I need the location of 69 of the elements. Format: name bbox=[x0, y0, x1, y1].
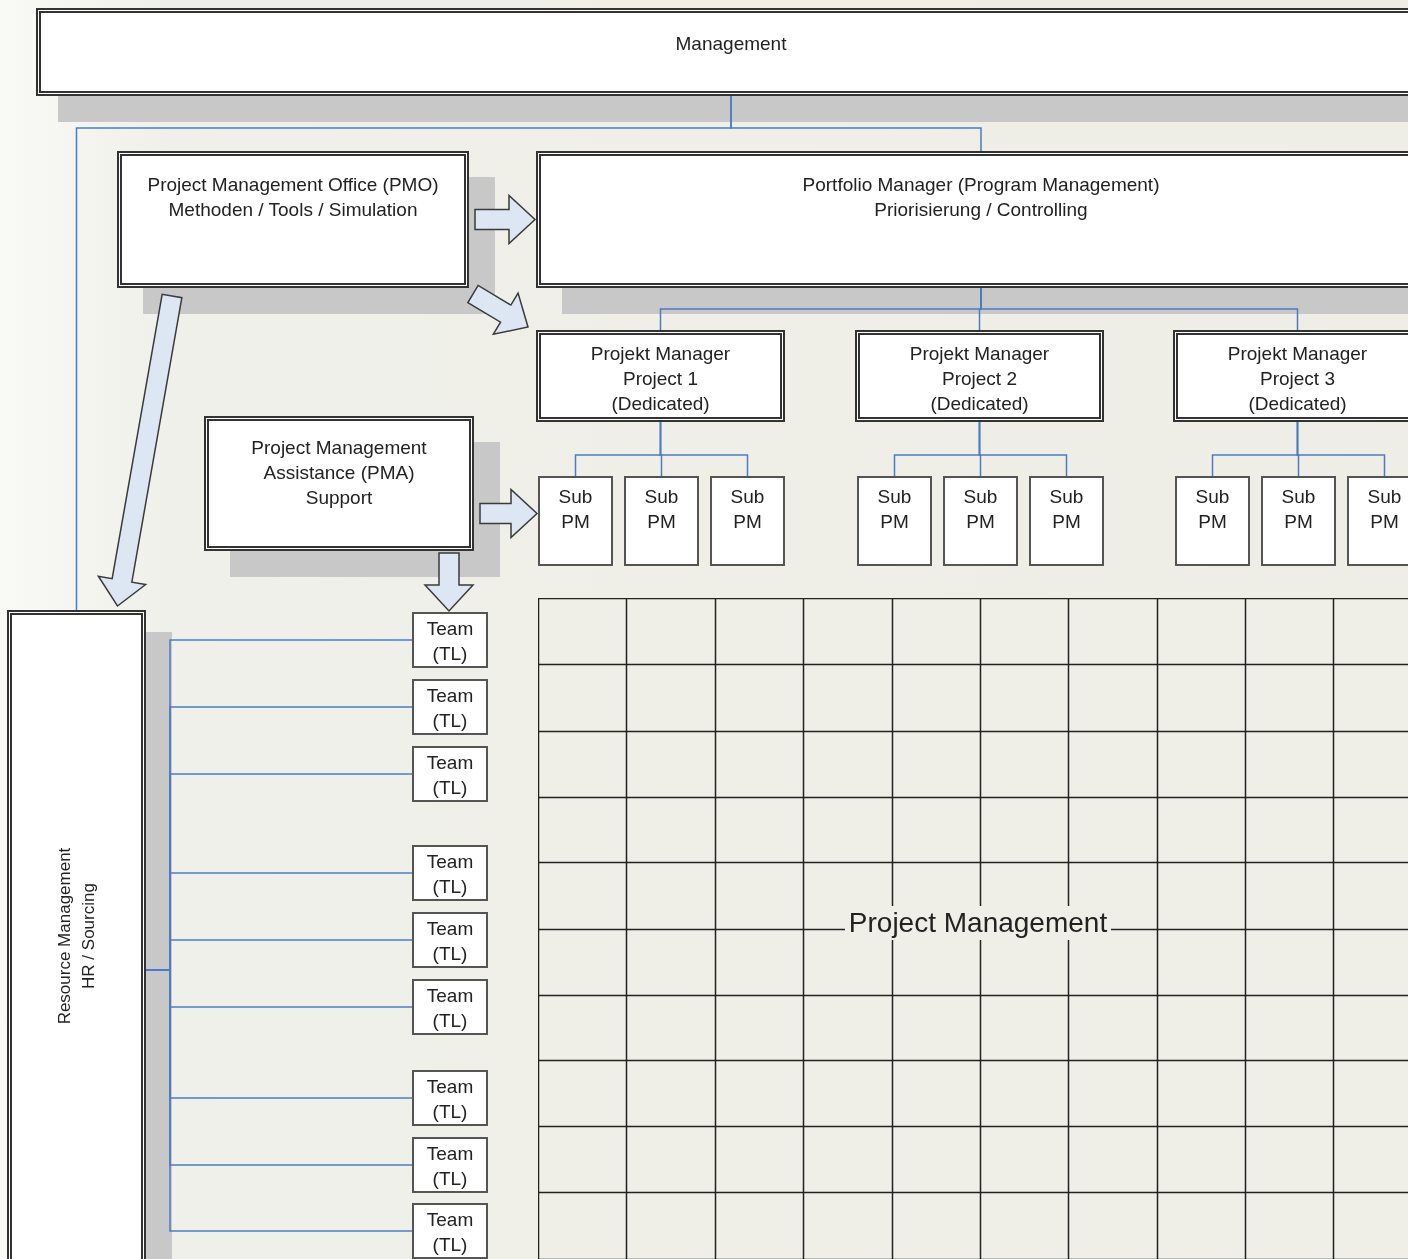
box-text: Project 1 bbox=[623, 367, 698, 391]
connector-line bbox=[1296, 421, 1386, 477]
box-text: Project Management Assistance (PMA) bbox=[250, 436, 428, 485]
box-text: Projekt Manager bbox=[909, 342, 1050, 366]
connector-line bbox=[659, 421, 749, 477]
org-box bbox=[1029, 476, 1104, 566]
org-box bbox=[412, 1203, 488, 1259]
org-box bbox=[536, 330, 785, 422]
box-text: Team (TL) bbox=[425, 917, 475, 966]
org-box bbox=[538, 476, 613, 566]
block-arrow bbox=[474, 193, 537, 246]
box-text: Team (TL) bbox=[425, 617, 475, 666]
box-text: Sub PM bbox=[643, 485, 680, 534]
box-text: Sub PM bbox=[1048, 485, 1085, 534]
org-box bbox=[412, 1070, 488, 1126]
box-text: (Dedicated) bbox=[1248, 392, 1347, 416]
block-arrow bbox=[479, 487, 539, 540]
box-text: Sub PM bbox=[1366, 485, 1403, 534]
org-box bbox=[412, 912, 488, 968]
grid-title: Project Management bbox=[844, 906, 1112, 940]
box-text: Methoden / Tools / Simulation bbox=[168, 198, 418, 222]
box-text: Projekt Manager bbox=[590, 342, 731, 366]
org-box bbox=[1347, 476, 1408, 566]
org-box bbox=[412, 679, 488, 735]
org-box bbox=[412, 979, 488, 1035]
box-text: Portfolio Manager (Program Management) bbox=[802, 173, 1160, 197]
org-box bbox=[857, 476, 932, 566]
org-box bbox=[412, 612, 488, 668]
block-arrow bbox=[423, 552, 475, 613]
org-box bbox=[943, 476, 1018, 566]
block-arrow bbox=[96, 293, 183, 608]
block-arrow bbox=[466, 284, 529, 336]
org-box bbox=[1175, 476, 1250, 566]
box-text: Team (TL) bbox=[425, 751, 475, 800]
box-text: Sub PM bbox=[962, 485, 999, 534]
org-box bbox=[855, 330, 1104, 422]
box-text: Resource Management bbox=[53, 846, 75, 1027]
connector-line bbox=[978, 421, 1068, 477]
grid-panel bbox=[538, 598, 1408, 1259]
connector-line bbox=[75, 95, 732, 611]
box-text: Project 2 bbox=[942, 367, 1017, 391]
box-text: HR / Sourcing bbox=[77, 882, 99, 991]
box-text: Team (TL) bbox=[425, 1075, 475, 1124]
box-text: Sub PM bbox=[729, 485, 766, 534]
box-text: Priorisierung / Controlling bbox=[874, 198, 1088, 222]
box-text: Team (TL) bbox=[425, 984, 475, 1033]
box-text: Team (TL) bbox=[425, 1208, 475, 1257]
org-box bbox=[710, 476, 785, 566]
org-box bbox=[412, 1137, 488, 1193]
box-text: Sub PM bbox=[1194, 485, 1231, 534]
box-text: Support bbox=[305, 486, 373, 510]
org-box bbox=[412, 845, 488, 901]
org-box bbox=[1173, 330, 1408, 422]
box-text: Sub PM bbox=[876, 485, 913, 534]
box-text: Sub PM bbox=[557, 485, 594, 534]
box-text: (Dedicated) bbox=[930, 392, 1029, 416]
box-text: Management bbox=[675, 32, 787, 56]
box-text: Sub PM bbox=[1280, 485, 1317, 534]
box-text: Project 3 bbox=[1260, 367, 1335, 391]
org-box bbox=[1261, 476, 1336, 566]
box-text: Team (TL) bbox=[425, 1142, 475, 1191]
box-text: (Dedicated) bbox=[611, 392, 710, 416]
org-box bbox=[624, 476, 699, 566]
connector-line bbox=[980, 287, 1299, 331]
box-text: Project Management Office (PMO) bbox=[147, 173, 439, 197]
box-text: Team (TL) bbox=[425, 850, 475, 899]
box-text: Team (TL) bbox=[425, 684, 475, 733]
org-box bbox=[412, 746, 488, 802]
box-text: Projekt Manager bbox=[1227, 342, 1368, 366]
